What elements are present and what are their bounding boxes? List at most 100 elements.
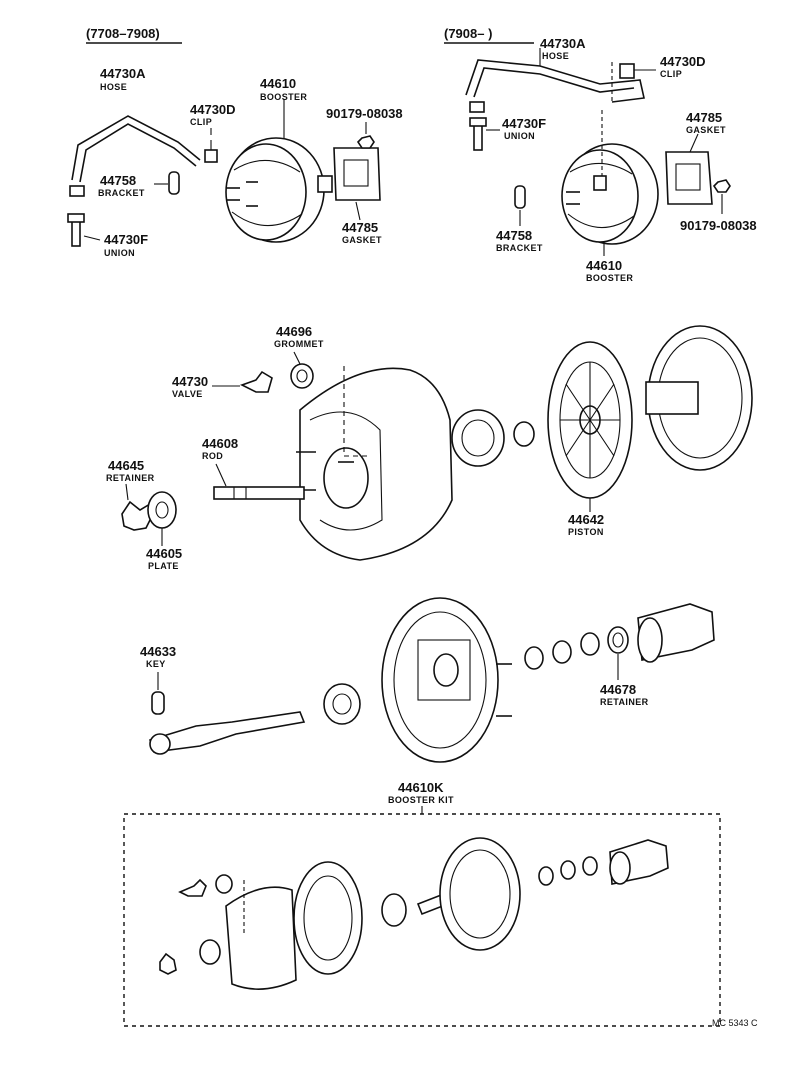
label-valve-num: 44730	[172, 374, 208, 389]
union-head-tr	[469, 117, 487, 127]
front-shell-boss	[323, 447, 369, 509]
small-ring	[513, 421, 535, 447]
push-rod	[213, 486, 305, 500]
label-kit-num: 44610K	[398, 780, 444, 795]
rear-shell-lower-inner	[393, 611, 487, 749]
front-shell	[299, 367, 453, 561]
label-retainer-lower-num: 44678	[600, 682, 636, 697]
label-kit-name: BOOSTER KIT	[388, 795, 454, 805]
washer-2	[552, 640, 572, 664]
label-grommet-name: GROMMET	[274, 339, 324, 349]
plate-inner	[155, 501, 169, 519]
kit-boot-end	[609, 851, 631, 885]
piston-spoke-d2	[565, 383, 615, 457]
kit-valve	[178, 878, 207, 897]
label-union-tr-num: 44730F	[502, 116, 546, 131]
label-clip-tl-num: 44730D	[190, 102, 236, 117]
nut-tr	[712, 179, 731, 193]
booster-tl-front	[225, 143, 307, 241]
washer-3	[580, 632, 600, 656]
booster-tl-rib-1	[233, 159, 301, 173]
label-nut-tr-num: 90179-08038	[680, 218, 757, 233]
kit-washer-1	[538, 866, 554, 886]
header-left-range: (7708–7908)	[86, 26, 160, 41]
label-bracket-tr-name: BRACKET	[496, 243, 543, 253]
gasket-tl-inner	[343, 159, 369, 187]
kit-washer-3	[582, 856, 598, 876]
label-plate-name: PLATE	[148, 561, 179, 571]
label-booster-tr-name: BOOSTER	[586, 273, 633, 283]
front-shell-inner	[309, 411, 383, 531]
nut-tl	[356, 135, 375, 149]
leader-union-tl	[83, 235, 101, 241]
bracket-tr	[514, 185, 526, 209]
hose-tl-outline-b	[79, 123, 197, 183]
label-plate-num: 44605	[146, 546, 182, 561]
drawing-code: MC 5343 C	[712, 1018, 758, 1028]
label-hose-tr-num: 44730A	[540, 36, 586, 51]
label-piston-num: 44642	[568, 512, 604, 527]
label-clip-tl-name: CLIP	[190, 117, 212, 127]
label-key-num: 44633	[140, 644, 176, 659]
label-union-tr-name: UNION	[504, 131, 535, 141]
leader-retainer	[125, 483, 129, 501]
label-piston-name: PISTON	[568, 527, 604, 537]
booster-tr-front	[561, 149, 639, 243]
top-right-assembly: 44730A HOSE 44730D CLIP 44730F UNION 447…	[465, 36, 757, 283]
label-rod-num: 44608	[202, 436, 238, 451]
label-union-tl-name: UNION	[104, 248, 135, 258]
top-left-assembly: 44730A HOSE 44610 BOOSTER 44730D CLIP 90…	[67, 66, 403, 258]
label-gasket-tr-num: 44785	[686, 110, 722, 125]
union-bolt-tr	[473, 123, 483, 151]
grommet-inner	[296, 369, 308, 383]
booster-tr-rib-1	[569, 162, 633, 175]
header-right-range: (7908– )	[444, 26, 492, 41]
clip-tr	[619, 63, 635, 79]
plate	[147, 491, 177, 529]
dust-boot-end	[637, 617, 663, 663]
grommet	[290, 363, 314, 389]
label-bracket-tl-name: BRACKET	[98, 188, 145, 198]
kit-washer-2	[560, 860, 576, 880]
label-hose-tl-num: 44730A	[100, 66, 146, 81]
seal-inner	[332, 693, 352, 715]
kit-diaphragm	[293, 861, 363, 975]
label-retainer-name: RETAINER	[106, 473, 155, 483]
gasket-tr-inner	[675, 163, 701, 191]
label-retainer-lower-name: RETAINER	[600, 697, 649, 707]
hose-tl-outline-a	[71, 115, 201, 181]
bracket-tl	[168, 171, 180, 195]
label-hose-tl-name: HOSE	[100, 82, 127, 92]
label-booster-tr-num: 44610	[586, 258, 622, 273]
retainer-ring	[607, 626, 629, 654]
valve	[239, 370, 273, 393]
kit-plate	[199, 939, 221, 965]
label-hose-tr-name: HOSE	[542, 51, 569, 61]
clip-tl	[204, 149, 218, 163]
label-rod-name: ROD	[202, 451, 223, 461]
valve-plunger	[148, 711, 306, 753]
label-grommet-num: 44696	[276, 324, 312, 339]
label-nut-tl-num: 90179-08038	[326, 106, 403, 121]
label-union-tl-num: 44730F	[104, 232, 148, 247]
kit-front-shell	[225, 886, 297, 990]
booster-tl-boss	[317, 175, 333, 193]
label-booster-tl-name: BOOSTER	[260, 92, 307, 102]
hose-nut-tr	[469, 101, 485, 113]
kit-diaphragm-inner	[303, 875, 353, 961]
middle-assembly: 44696 GROMMET 44730 VALVE 44608 ROD 4464…	[106, 324, 753, 571]
hose-tr-outline-a	[465, 59, 645, 103]
rear-shell-lower-hole	[433, 653, 459, 687]
label-booster-tl-num: 44610	[260, 76, 296, 91]
hose-nut-tl	[69, 185, 85, 197]
booster-tr-rib-2	[567, 213, 635, 229]
label-clip-tr-num: 44730D	[660, 54, 706, 69]
union-bolt-tl	[71, 219, 81, 247]
leader-gasket-tl	[355, 201, 361, 221]
label-gasket-tr-name: GASKET	[686, 125, 726, 135]
key	[151, 691, 165, 715]
retainer-ring-inner	[612, 632, 624, 648]
kit-retainer	[159, 952, 177, 975]
rear-shell-tube	[645, 381, 699, 415]
